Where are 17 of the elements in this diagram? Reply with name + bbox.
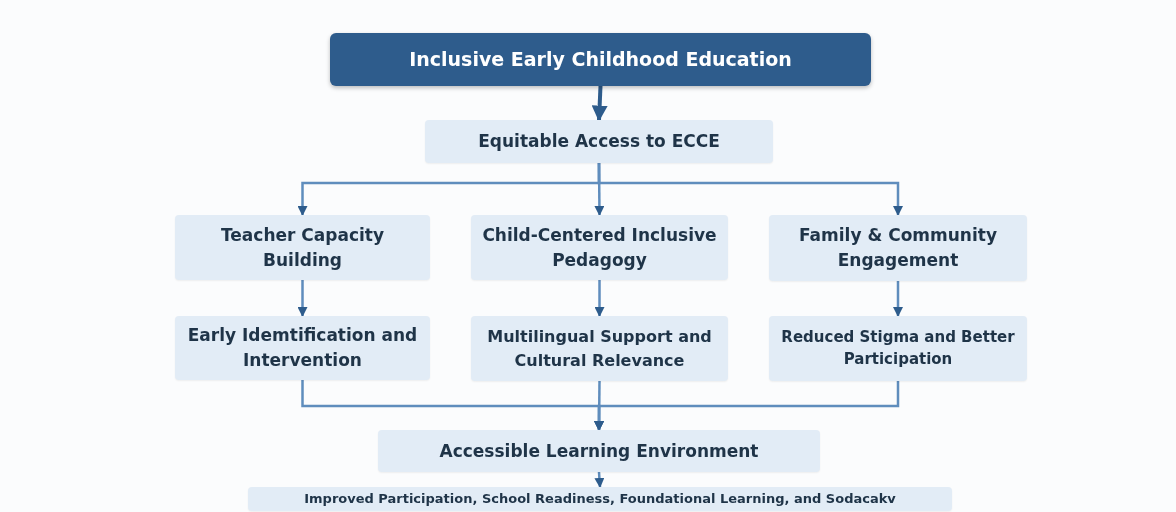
title-box: Inclusive Early Childhood Education — [330, 33, 871, 86]
process-box: Equitable Access to ECCE — [425, 120, 773, 163]
process-box: Reduced Stigma and Better Participation — [769, 316, 1027, 381]
arrow — [594, 471, 605, 488]
arrow — [297, 280, 308, 317]
process-box: Early Idemtification and Intervention — [175, 316, 430, 380]
process-box: Family & Community Engagement — [769, 215, 1027, 281]
process-box: Child-Centered Inclusive Pedagogy — [471, 215, 728, 280]
process-box: Teacher Capacity Building — [175, 215, 430, 280]
arrow — [594, 280, 605, 317]
process-box: Improved Participation, School Readiness, Foundational Learning, and Sodacakv — [248, 487, 952, 511]
process-box: Accessible Learning Environment — [378, 430, 820, 472]
arrow — [597, 163, 903, 216]
arrow — [591, 85, 608, 122]
process-box: Multilingual Support and Cultural Relevance — [471, 316, 728, 381]
arrow — [594, 381, 900, 431]
arrow — [893, 281, 903, 317]
